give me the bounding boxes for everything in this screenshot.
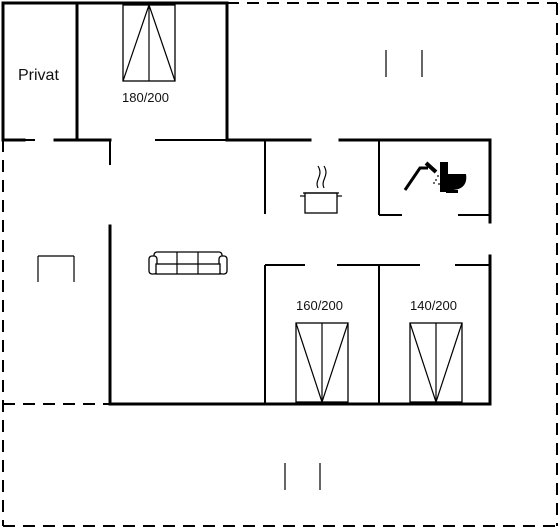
bed-size-label-right: 140/200 [410,298,457,313]
shower-icon [403,161,445,191]
bed-icon [295,322,349,403]
bedroom-top-walls [75,1,229,142]
outdoor-markers [284,50,423,490]
house-walls [108,138,492,406]
table-icon [37,255,75,282]
toilet-icon [440,162,467,193]
private-area-label: Privat [18,67,59,84]
bed-icon [122,4,176,82]
interior-partitions [264,140,490,404]
cooking-pot-icon [300,165,342,214]
bed-size-label-middle: 160/200 [296,298,343,313]
bed-size-label-top: 180/200 [122,90,169,105]
bed-icon [409,322,463,403]
sofa-icon [148,251,228,275]
